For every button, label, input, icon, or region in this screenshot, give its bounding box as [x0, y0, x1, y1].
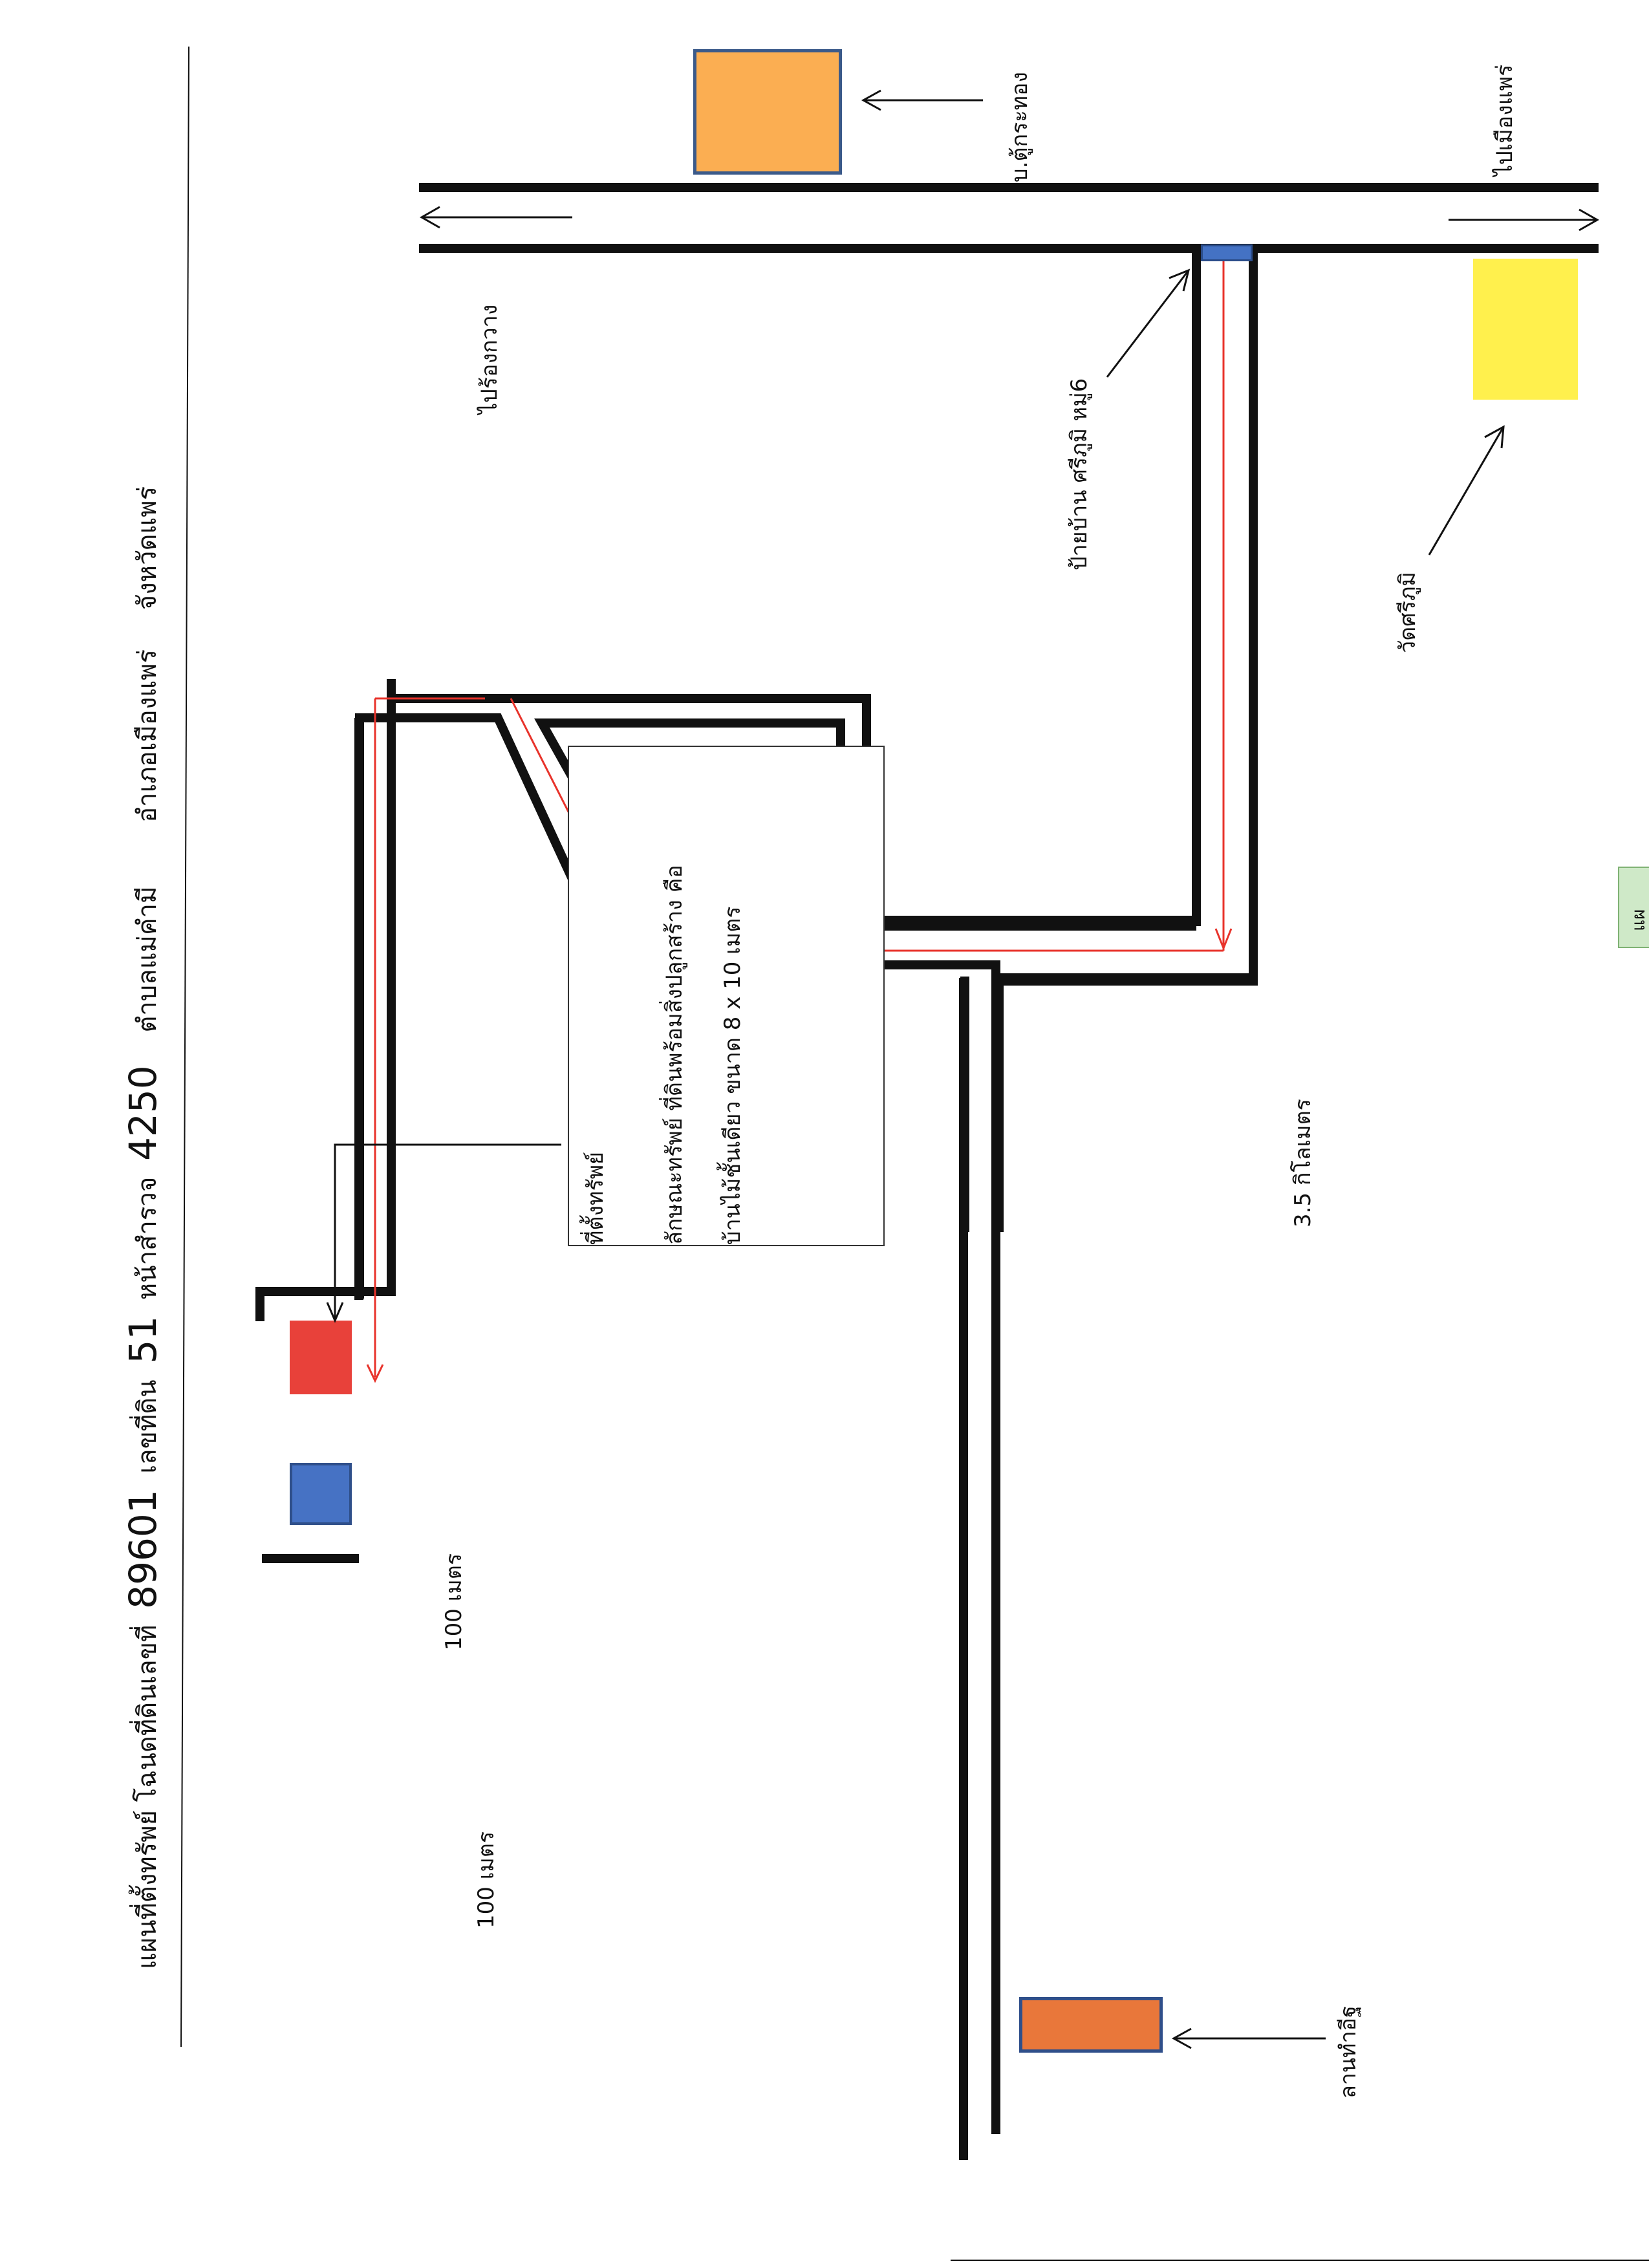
label-playground: ลานทำอีฐ	[1335, 2005, 1361, 2099]
title-part1: แผนที่ตั้งทรัพย์ โฉนดที่ดินเลขที่	[133, 1625, 162, 1969]
info-location-title: ที่ตั้งทรัพย์	[583, 1151, 609, 1245]
label-to-mueang-phrae: ไปเมืองแพร่	[1492, 64, 1518, 176]
map-title: แผนที่ตั้งทรัพย์ โฉนดที่ดินเลขที่ 89601 …	[121, 486, 165, 1969]
title-part5: อำเภอเมืองแพร่	[133, 649, 162, 823]
title-part4: ตำบลแม่คำมี	[133, 886, 162, 1033]
label-distance-100-b: 100 เมตร	[473, 1831, 499, 1928]
title-part6: จังหวัดแพร่	[133, 486, 162, 610]
neighbor-building	[290, 1463, 352, 1525]
property-marker	[290, 1321, 352, 1394]
village-sign-marker	[1201, 244, 1253, 261]
label-village-sign: ป้ายบ้าน ศรีภูมิ หมู่6	[1066, 378, 1092, 570]
property-info-box: ที่ตั้งทรัพย์ ลักษณะทรัพย์ ที่ดินพร้อมสิ…	[568, 746, 885, 1246]
label-distance-main: 3.5 กิโลเมตร	[1290, 1099, 1316, 1227]
side-tab-text: แผ	[1628, 909, 1649, 931]
side-tab: แผ	[1618, 867, 1649, 948]
label-ban-tu-krathong: บ.ตู้กระทอง	[1007, 71, 1033, 182]
label-wat-si-phum: วัดศรีภูมิ	[1395, 572, 1421, 653]
wat-si-phum-building	[1473, 259, 1578, 400]
label-to-rong-kwang: ไปร้องกวาง	[477, 304, 502, 414]
top-border-line	[180, 46, 189, 2047]
highway	[419, 183, 1599, 253]
deed-number: 89601	[121, 1489, 165, 1609]
survey-page: 4250	[121, 1065, 165, 1161]
info-property-type: ลักษณะทรัพย์ ที่ดินพร้อมสิ่งปลูกสร้าง คื…	[662, 865, 687, 1245]
title-part3: หน้าสำรวจ	[133, 1176, 162, 1301]
ban-tu-krathong-building	[693, 49, 842, 175]
direction-arrows	[419, 206, 1600, 232]
label-distance-100-a: 100 เมตร	[441, 1553, 467, 1650]
info-house-size: บ้านไม้ชั้นเดียว ขนาด 8 x 10 เมตร	[720, 906, 746, 1245]
title-part2: เลขที่ดิน	[133, 1379, 162, 1474]
playground-building	[1019, 1997, 1163, 2053]
land-number: 51	[121, 1315, 165, 1364]
